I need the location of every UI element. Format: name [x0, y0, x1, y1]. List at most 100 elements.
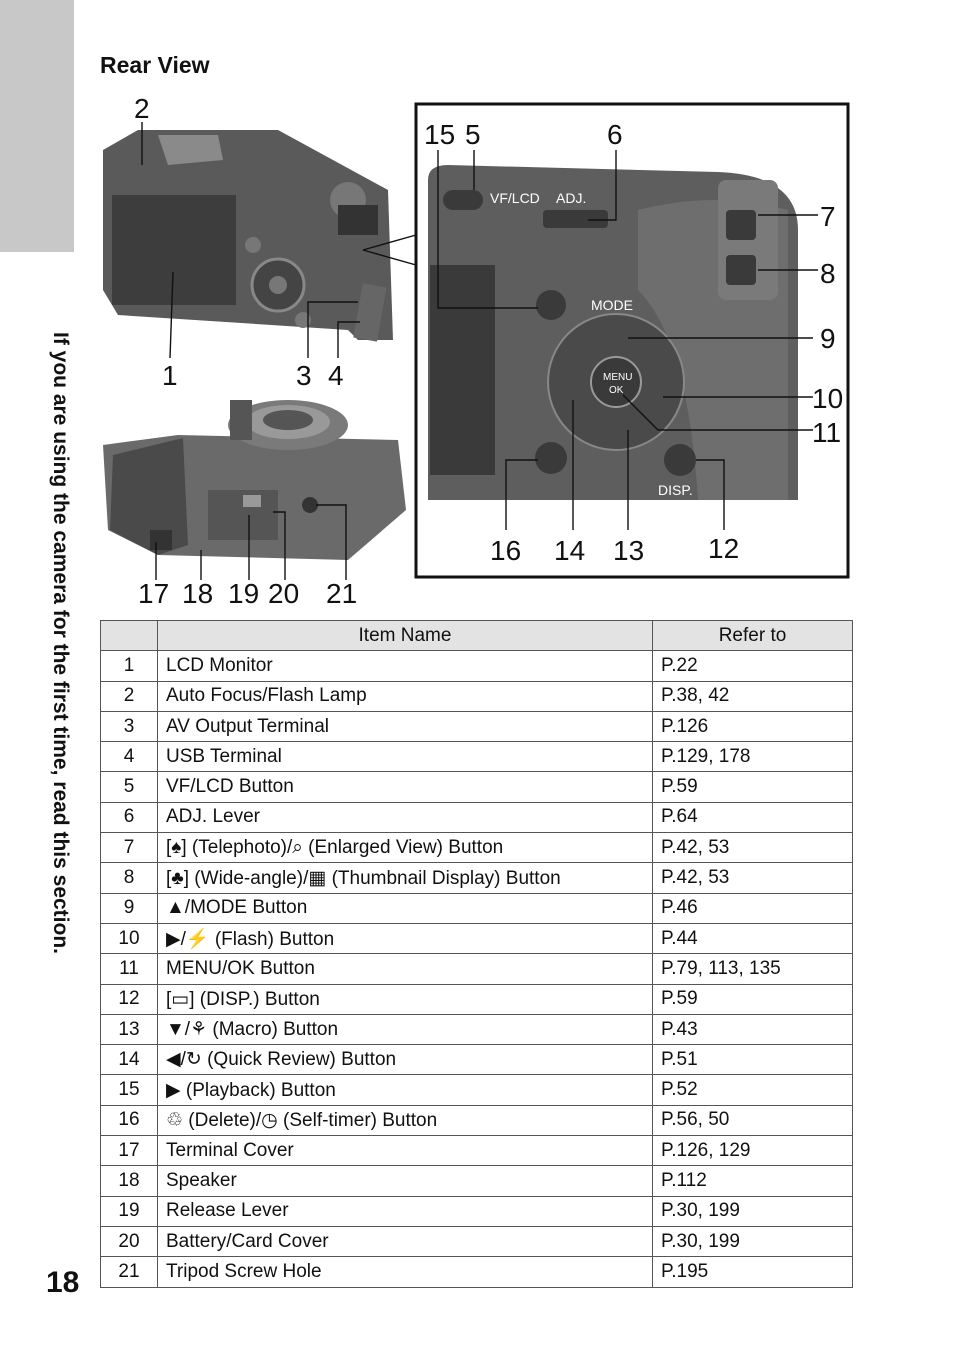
row-number: 7	[100, 832, 158, 864]
row-number: 14	[100, 1044, 158, 1076]
row-item-name: [▭] (DISP.) Button	[157, 983, 653, 1015]
callout-7: 7	[820, 201, 836, 232]
row-number: 2	[100, 680, 158, 712]
row-refer-to: P.38, 42	[652, 680, 853, 712]
left-callout-lines	[141, 122, 360, 580]
row-item-name: AV Output Terminal	[157, 710, 653, 743]
row-refer-to: P.42, 53	[652, 862, 853, 894]
callout-18: 18	[182, 578, 213, 609]
callout-12: 12	[708, 533, 739, 564]
right-callout-lines	[437, 150, 818, 530]
row-number: 15	[100, 1074, 158, 1106]
row-refer-to: P.30, 199	[652, 1195, 853, 1227]
row-refer-to: P.129, 178	[652, 741, 853, 773]
callout-11: 11	[812, 417, 841, 448]
row-item-name: Tripod Screw Hole	[157, 1256, 653, 1288]
callout-15: 15	[424, 119, 455, 150]
side-text: If you are using the camera for the firs…	[49, 332, 72, 954]
svg-text:DISP.: DISP.	[658, 482, 693, 498]
row-refer-to: P.22	[652, 650, 853, 682]
row-item-name: ▼/⚘ (Macro) Button	[157, 1013, 653, 1046]
row-number: 20	[100, 1225, 158, 1258]
header-no	[100, 619, 158, 652]
row-refer-to: P.52	[652, 1074, 853, 1106]
row-refer-to: P.64	[652, 801, 853, 834]
row-item-name: ▶ (Playback) Button	[157, 1074, 653, 1106]
row-item-name: LCD Monitor	[157, 650, 653, 682]
svg-text:OK: OK	[609, 385, 624, 396]
row-refer-to: P.42, 53	[652, 832, 853, 864]
row-number: 9	[100, 892, 158, 924]
right-callout-numbers: 15 5 6 7 8 9 10 11 16 14 13 12	[424, 119, 843, 566]
row-item-name: Speaker	[157, 1165, 653, 1197]
row-number: 10	[100, 922, 158, 955]
row-number: 17	[100, 1135, 158, 1167]
camera-figure: 2 1 3 4 17 18 19 20 21 VF/LCD ADJ. MODE …	[103, 93, 850, 609]
callout-14: 14	[554, 535, 585, 566]
svg-text:MENU: MENU	[603, 372, 632, 383]
callout-2: 2	[134, 93, 150, 124]
row-number: 4	[100, 741, 158, 773]
row-refer-to: P.126, 129	[652, 1135, 853, 1167]
row-number: 5	[100, 771, 158, 803]
row-refer-to: P.112	[652, 1165, 853, 1197]
callout-13: 13	[613, 535, 644, 566]
row-item-name: VF/LCD Button	[157, 771, 653, 803]
row-refer-to: P.126	[652, 710, 853, 743]
header-refer-to: Refer to	[652, 619, 853, 652]
header-item-name: Item Name	[157, 619, 653, 652]
row-number: 1	[100, 650, 158, 682]
row-number: 12	[100, 983, 158, 1015]
callout-21: 21	[326, 578, 357, 609]
row-item-name: Auto Focus/Flash Lamp	[157, 680, 653, 712]
row-refer-to: P.79, 113, 135	[652, 953, 853, 985]
callout-4: 4	[328, 360, 344, 391]
side-tab	[0, 0, 74, 252]
svg-text:VF/LCD: VF/LCD	[490, 190, 540, 206]
callout-17: 17	[138, 578, 169, 609]
section-heading: Rear View	[100, 52, 210, 78]
callout-16: 16	[490, 535, 521, 566]
page-number: 18	[46, 1266, 80, 1299]
row-item-name: MENU/OK Button	[157, 953, 653, 985]
row-item-name: USB Terminal	[157, 741, 653, 773]
row-number: 18	[100, 1165, 158, 1197]
camera-bottom-illustration	[103, 400, 406, 560]
row-number: 19	[100, 1195, 158, 1227]
row-refer-to: P.59	[652, 983, 853, 1015]
row-number: 3	[100, 710, 158, 743]
callout-20: 20	[268, 578, 299, 609]
table-header-row: Item Name Refer to	[100, 619, 853, 652]
row-number: 13	[100, 1013, 158, 1046]
row-item-name: Terminal Cover	[157, 1135, 653, 1167]
lcd-monitor-shape	[112, 195, 236, 305]
camera-rear-illustration	[103, 130, 393, 342]
row-refer-to: P.59	[652, 771, 853, 803]
row-item-name: ADJ. Lever	[157, 801, 653, 834]
row-item-name: [♣] (Wide-angle)/▦ (Thumbnail Display) B…	[157, 862, 653, 894]
row-refer-to: P.43	[652, 1013, 853, 1046]
row-item-name: Release Lever	[157, 1195, 653, 1227]
svg-text:ADJ.: ADJ.	[556, 190, 586, 206]
row-item-name: ▶/⚡ (Flash) Button	[157, 922, 653, 955]
row-item-name: Battery/Card Cover	[157, 1225, 653, 1258]
row-number: 11	[100, 953, 158, 985]
table-row: 7[♠] (Telephoto)/⌕ (Enlarged View) Butto…	[100, 832, 853, 864]
row-item-name: ▲/MODE Button	[157, 892, 653, 924]
row-refer-to: P.51	[652, 1044, 853, 1076]
